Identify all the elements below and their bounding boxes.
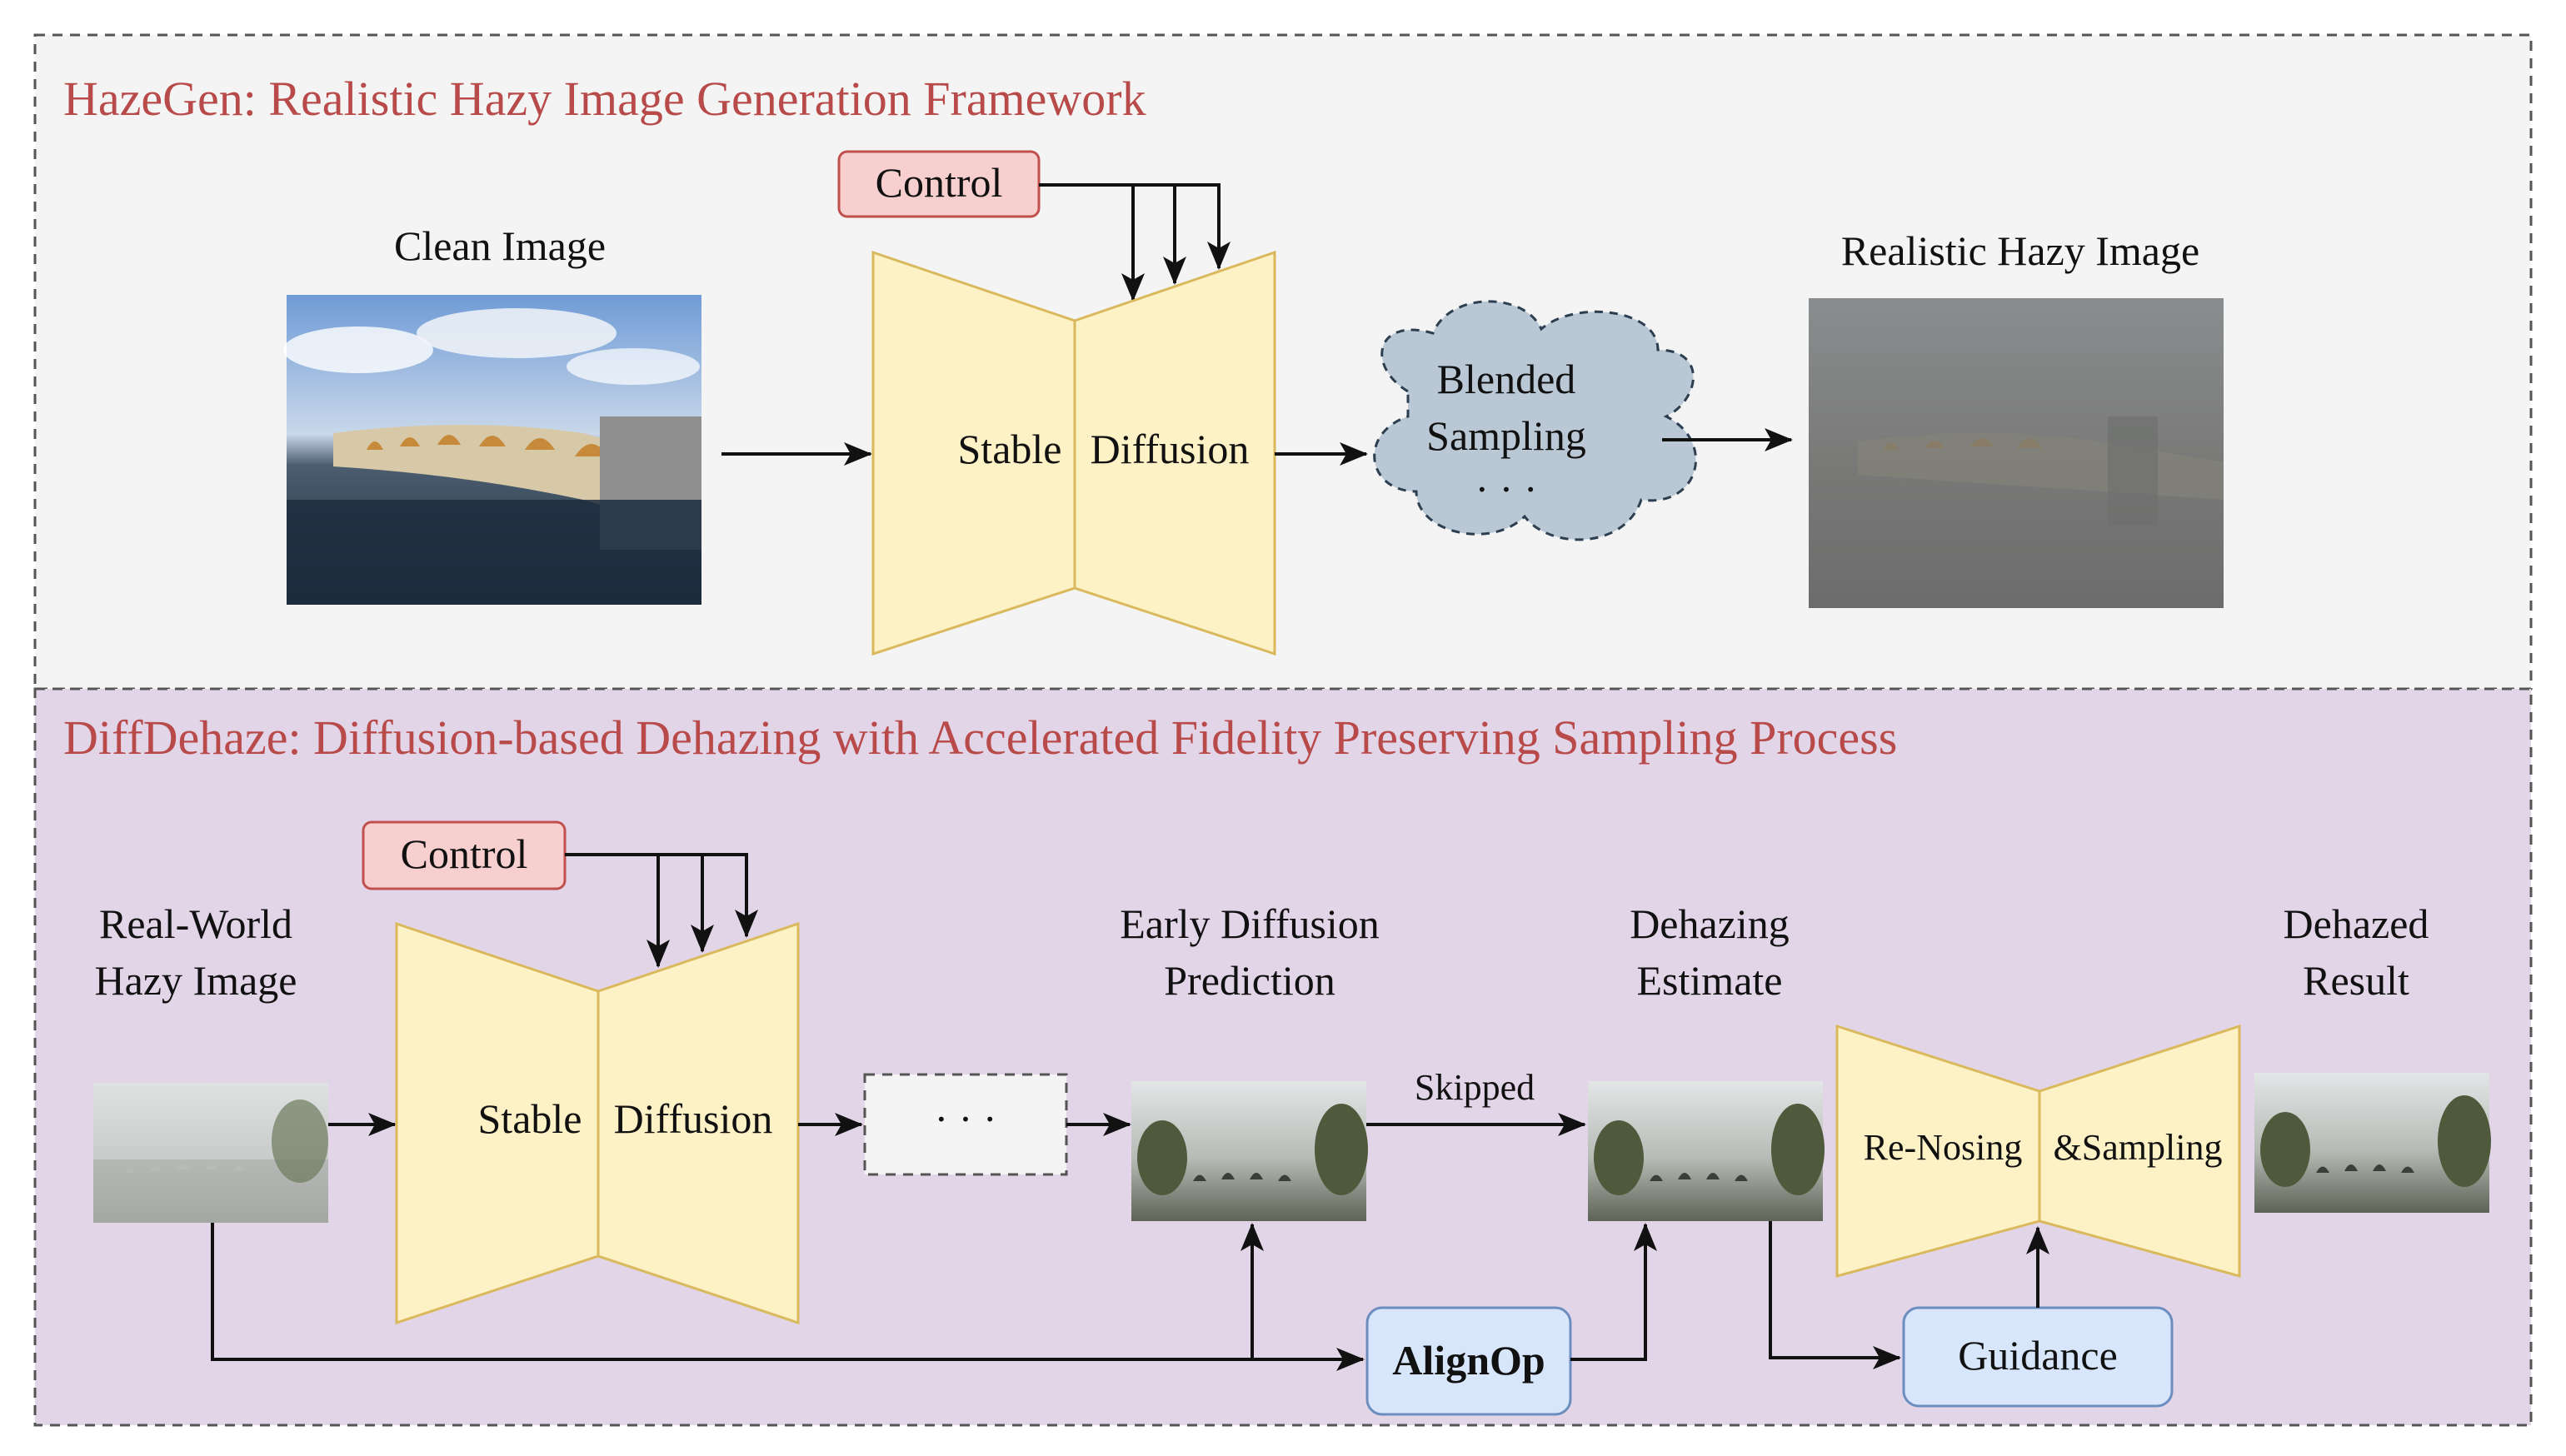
realistic-hazy-image <box>1809 298 2224 608</box>
cloud-line-2: Sampling <box>1426 412 1586 459</box>
top-control-label: Control <box>876 159 1003 206</box>
estimate-label-line-2: Estimate <box>1637 957 1783 1004</box>
input-label-line-1: Real-World <box>99 900 292 947</box>
estimate-label-line-1: Dehazing <box>1630 900 1790 947</box>
bottom-model-right-label: Diffusion <box>614 1095 773 1142</box>
dehazed-result-image <box>2254 1073 2491 1213</box>
ellipsis-text: · · · <box>935 1095 997 1142</box>
clean-image-label: Clean Image <box>394 222 606 269</box>
renoise-left-label: Re-Nosing <box>1864 1127 2023 1168</box>
top-title: HazeGen: Realistic Hazy Image Generation… <box>63 72 1146 126</box>
cloud-line-1: Blended <box>1437 356 1576 402</box>
realistic-hazy-label: Realistic Hazy Image <box>1841 227 2199 274</box>
alignop-label: AlignOp <box>1392 1337 1545 1384</box>
renoise-right-label: &Sampling <box>2054 1127 2223 1168</box>
input-label-line-2: Hazy Image <box>95 957 297 1004</box>
clean-image <box>283 295 701 605</box>
top-stable-diffusion-model <box>871 250 1276 656</box>
bottom-control-label: Control <box>401 830 528 877</box>
top-model-right-label: Diffusion <box>1091 426 1250 472</box>
input-hazy-image <box>93 1083 328 1223</box>
early-label-line-1: Early Diffusion <box>1120 900 1380 947</box>
dehazing-estimate-image <box>1588 1081 1825 1221</box>
input-to-alignop-path <box>211 1223 1365 1371</box>
early-label-line-2: Prediction <box>1164 957 1335 1004</box>
bottom-title: DiffDehaze: Diffusion-based Dehazing wit… <box>63 711 1897 765</box>
estimate-to-guidance-arrow <box>1769 1221 1901 1369</box>
top-model-left-label: Stable <box>958 426 1062 472</box>
skipped-label: Skipped <box>1415 1067 1535 1108</box>
guidance-label: Guidance <box>1958 1332 2118 1379</box>
blended-sampling-cloud <box>1373 300 1698 541</box>
early-prediction-image <box>1131 1081 1368 1221</box>
bottom-model-left-label: Stable <box>478 1095 582 1142</box>
renoise-sampling-model <box>1835 1024 2241 1278</box>
cloud-line-3: · · · <box>1475 466 1538 512</box>
bottom-stable-diffusion-model <box>395 921 800 1325</box>
alignop-to-estimate-arrow <box>1570 1223 1657 1361</box>
result-label-line-1: Dehazed <box>2284 900 2429 947</box>
result-label-line-2: Result <box>2303 957 2409 1004</box>
